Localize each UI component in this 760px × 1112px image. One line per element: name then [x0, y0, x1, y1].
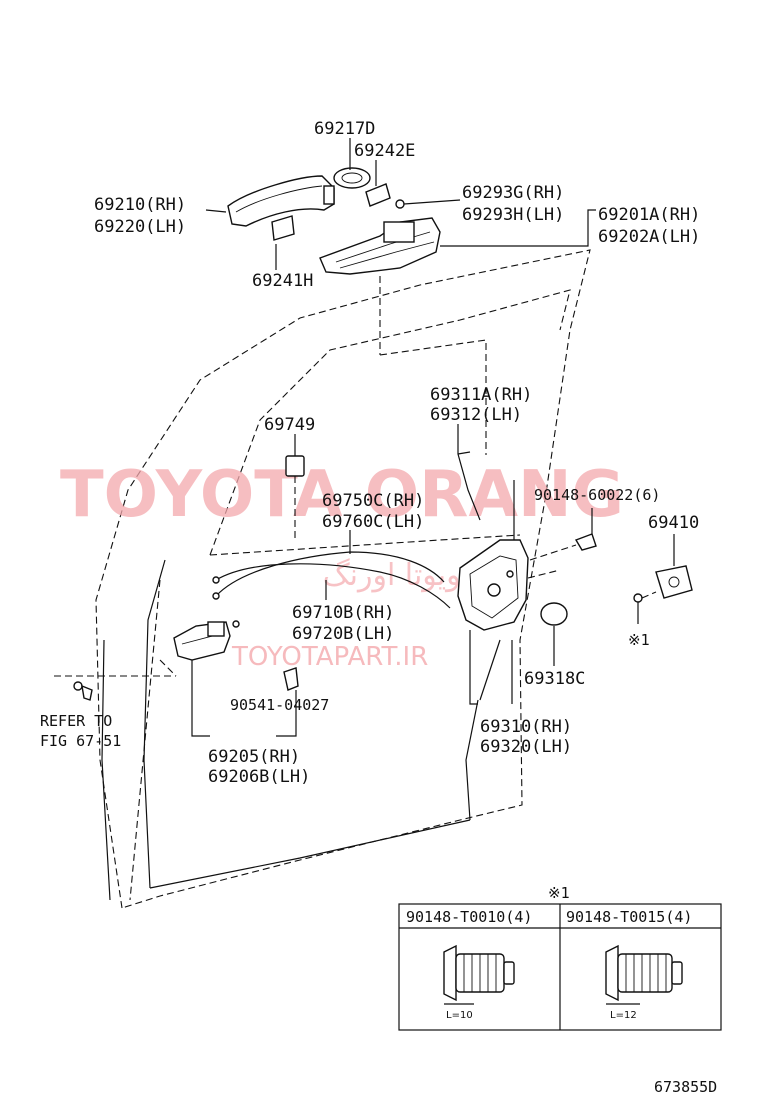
lock-rod-69311A — [457, 424, 481, 521]
gasket-69241H — [271, 215, 295, 241]
label-69293H: 69293H(LH) — [462, 205, 564, 225]
label-69318C: 69318C — [524, 669, 585, 689]
handle-frame-69201A — [319, 217, 441, 275]
inside-handle-69205 — [173, 620, 297, 737]
label-69210: 69210(RH) — [94, 195, 186, 215]
label-fig-67-51: FIG 67-51 — [40, 732, 121, 750]
label-69311A: 69311A(RH) — [430, 385, 532, 405]
label-69206B: 69206B(LH) — [208, 767, 310, 787]
bolt-refer — [54, 659, 177, 701]
label-69760C: 69760C(LH) — [322, 512, 424, 532]
label-69312: 69312(LH) — [430, 405, 522, 425]
watermark: TOYOTA ORANG تویوتا اورنگ TOYOTAPART.IR — [60, 458, 624, 672]
label-69201A: 69201A(RH) — [598, 205, 700, 225]
screw-12mm-drawing: L=12 — [605, 944, 683, 1021]
hole-plug-69318C — [540, 602, 568, 666]
label-69749: 69749 — [264, 415, 315, 435]
screw-table-note: ※1 — [548, 884, 570, 902]
label-69310: 69310(RH) — [480, 717, 572, 737]
watermark-persian: تویوتا اورنگ — [323, 558, 470, 593]
striker-69410 — [633, 534, 693, 624]
screw-length-1: L=10 — [446, 1010, 473, 1021]
outside-handle-part — [227, 175, 335, 227]
screw-table: ※1 90148-T0010(4) 90148-T0015(4) L=10 L=… — [398, 884, 722, 1031]
clip-69749 — [285, 434, 305, 540]
screw-10mm-drawing: L=10 — [443, 944, 515, 1021]
screw-table-col1: 90148-T0010(4) — [406, 908, 532, 926]
label-69241H: 69241H — [252, 271, 313, 291]
label-69293G: 69293G(RH) — [462, 183, 564, 203]
screw-table-col2: 90148-T0015(4) — [566, 908, 692, 926]
label-69205: 69205(RH) — [208, 747, 300, 767]
label-69750C: 69750C(RH) — [322, 491, 424, 511]
label-69220: 69220(LH) — [94, 217, 186, 237]
door-lock-69310 — [457, 480, 529, 705]
label-refer-to: REFER TO — [40, 712, 112, 730]
label-69320: 69320(LH) — [480, 737, 572, 757]
diagram-id: 673855D — [654, 1078, 717, 1096]
gasket-69242E — [365, 183, 391, 207]
label-69242E: 69242E — [354, 141, 415, 161]
label-69410: 69410 — [648, 513, 699, 533]
screw-length-2: L=12 — [610, 1010, 637, 1021]
screw-90148-60022 — [527, 508, 597, 579]
label-90148-60022: 90148-60022(6) — [534, 486, 660, 504]
label-90541-04027: 90541-04027 — [230, 696, 329, 714]
label-69720B: 69720B(LH) — [292, 624, 394, 644]
clip-90541 — [283, 667, 299, 691]
label-69217D: 69217D — [314, 119, 375, 139]
watermark-url: TOYOTAPART.IR — [231, 642, 428, 672]
screw-69293G — [395, 199, 461, 209]
label-note1: ※1 — [628, 631, 650, 649]
watermark-main: TOYOTA ORANG — [60, 458, 624, 532]
door-outline — [95, 249, 591, 909]
label-69710B: 69710B(RH) — [292, 603, 394, 623]
part-labels: 69217D 69242E 69210(RH) 69220(LH) 69293G… — [40, 119, 700, 787]
label-69202A: 69202A(LH) — [598, 227, 700, 247]
cable-assembly — [212, 530, 451, 609]
leader-lines-top — [205, 138, 596, 455]
handle-cap-69217D — [333, 167, 371, 189]
